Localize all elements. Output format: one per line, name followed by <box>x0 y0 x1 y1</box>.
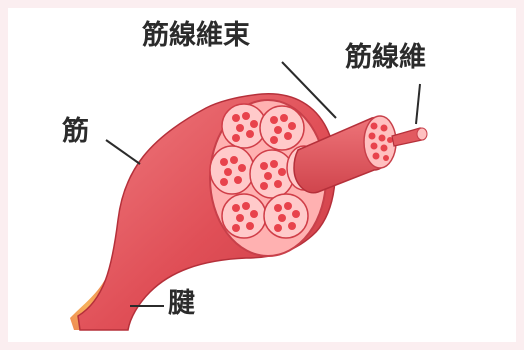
leader-line-fiber <box>416 84 420 124</box>
label-muscle-fiber: 筋線維 <box>345 44 426 71</box>
label-tendon: 腱 <box>168 290 195 317</box>
single-fiber-end <box>417 128 427 140</box>
label-muscle: 筋 <box>62 118 89 145</box>
label-muscle-fiber-bundle: 筋線維束 <box>142 22 250 49</box>
leader-line-muscle <box>106 140 140 164</box>
